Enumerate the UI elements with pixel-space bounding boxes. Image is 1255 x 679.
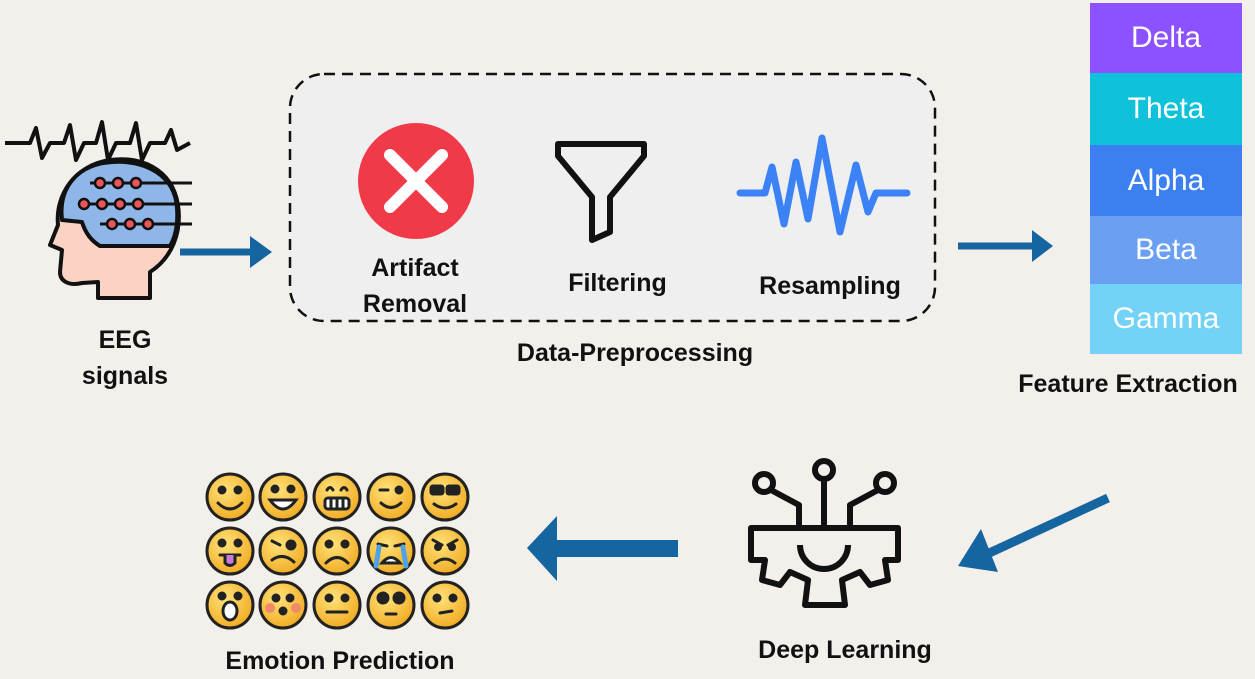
artifact-removal-label: Artifact Removal [330,250,500,322]
emotion-prediction-title: Emotion Prediction [225,647,455,675]
artifact-label-line1: Artifact [371,254,459,282]
eeg-signals-label: EEG signals [55,322,195,394]
laughing-face-icon [258,472,308,522]
angry-face-icon [420,526,470,576]
arrow-features-to-deep-learning [958,493,1110,572]
band-gamma: Gamma [1090,284,1242,354]
blushing-face-icon [258,580,308,630]
filter-icon [555,141,647,243]
artifact-label-line2: Removal [362,290,468,318]
neutral-face-icon [312,580,362,630]
arrow-eeg-to-preprocessing [180,236,272,268]
band-alpha: Alpha [1090,145,1242,216]
sad-face-icon [312,526,362,576]
grinning-face-icon [312,472,362,522]
surprised-face-icon [205,580,255,630]
crying-face-icon [366,526,416,576]
feature-extraction-title: Feature Extraction [1018,370,1238,398]
band-delta: Delta [1090,3,1242,73]
resampling-label: Resampling [759,272,901,300]
confused-face-icon [258,526,308,576]
data-preprocessing-title: Data-Preprocessing [516,339,754,367]
arrow-deep-learning-to-emotion [527,516,678,581]
worried-face-icon [366,580,416,630]
cool-sunglasses-face-icon [420,472,470,522]
unamused-face-icon [420,580,470,630]
artifact-removal-icon [358,123,474,239]
winking-face-icon [366,472,416,522]
arrow-preprocessing-to-features [958,230,1053,262]
resampling-wave-icon [736,134,911,236]
happy-face-icon [205,472,255,522]
deep-learning-title: Deep Learning [758,636,932,664]
eeg-label-line2: signals [81,362,169,390]
emotion-emoji-grid [205,472,470,630]
band-beta: Beta [1090,216,1242,284]
band-theta: Theta [1090,73,1242,145]
eeg-label-line1: EEG [98,326,152,354]
filtering-label: Filtering [568,269,667,297]
deep-learning-gear-icon [748,458,901,608]
tongue-out-face-icon [205,526,255,576]
eeg-head-icon [5,120,192,300]
